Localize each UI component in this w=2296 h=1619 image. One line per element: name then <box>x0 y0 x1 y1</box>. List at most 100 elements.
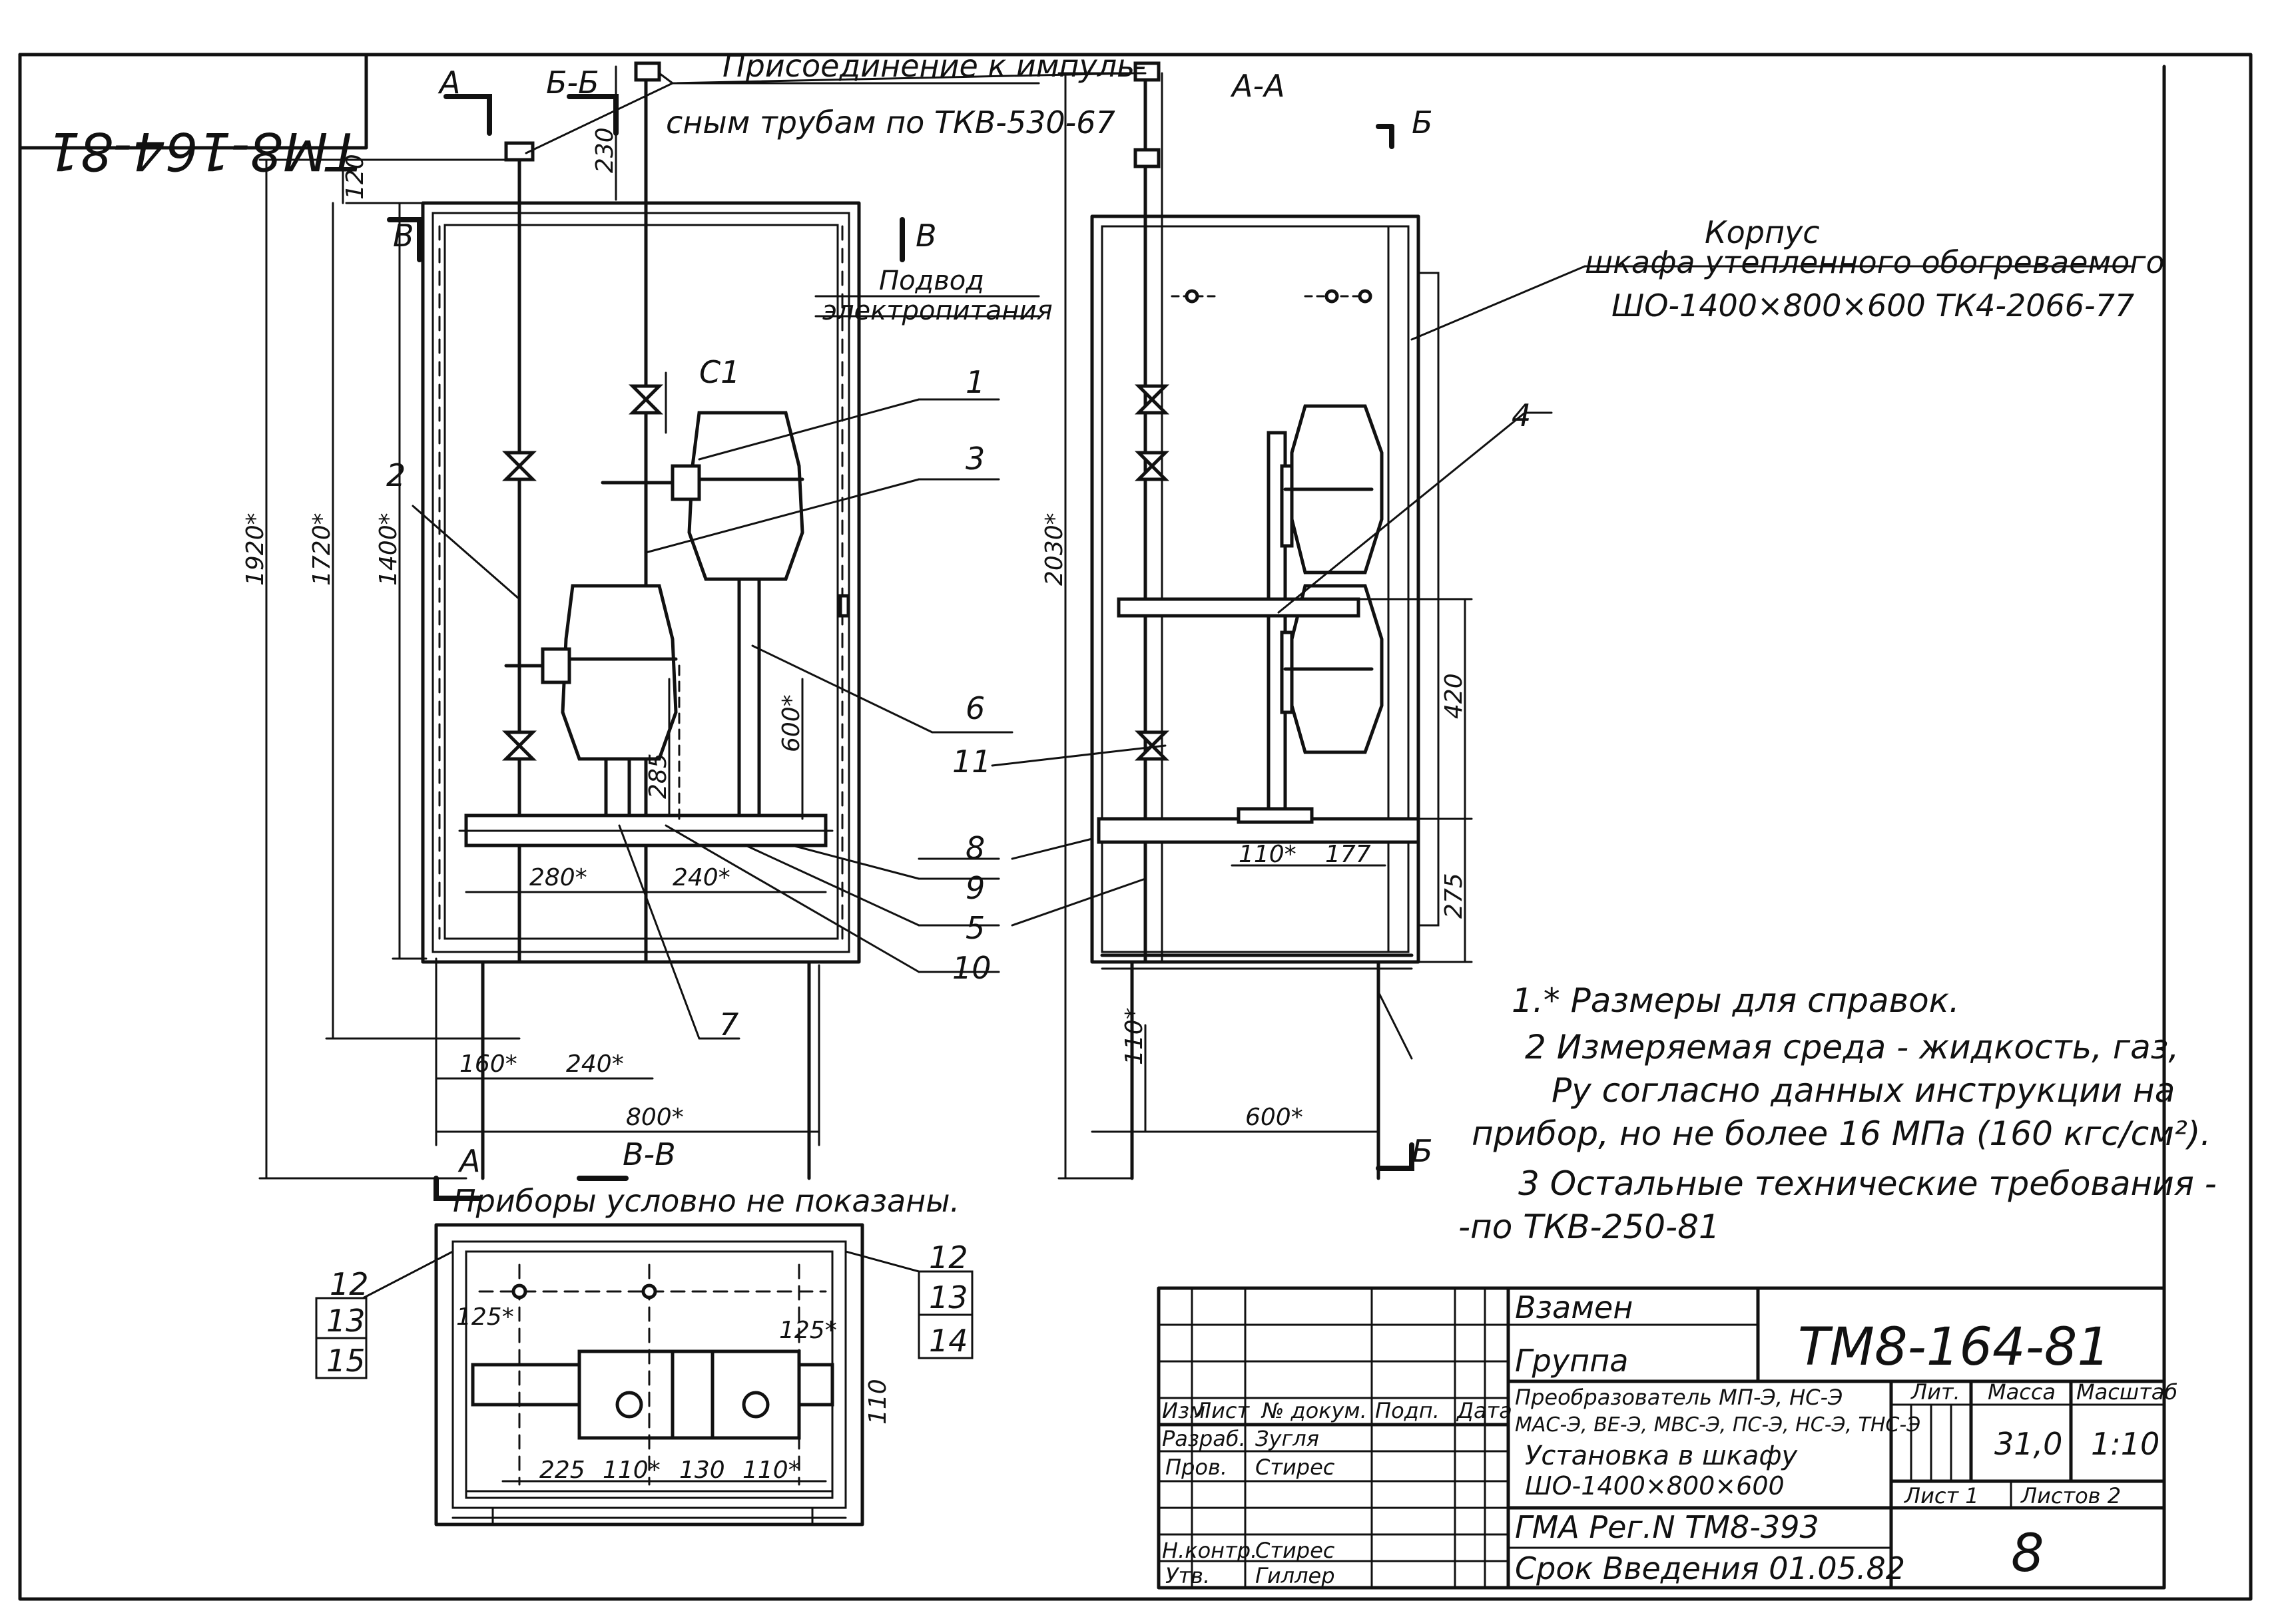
stamp-title-1: Преобразователь МП-Э, НС-Э <box>1515 1385 1843 1410</box>
dim-125a: 125* <box>456 1303 514 1331</box>
section-a-top: А <box>437 65 460 101</box>
note-2b: Ру согласно данных инструкции на <box>1552 1071 2175 1110</box>
dim-1400: 1400* <box>375 513 402 586</box>
pos-12-right: 12 <box>929 1240 968 1275</box>
case-label-1: Корпус <box>1705 214 1820 250</box>
cabinet-front-outer <box>421 201 861 964</box>
stamp-group: Группа <box>1515 1343 1628 1379</box>
dim-225: 225 <box>539 1457 585 1484</box>
pos-7: 7 <box>719 1007 738 1042</box>
razrab-name: Зугля <box>1255 1426 1319 1451</box>
utv-name: Гиллер <box>1255 1563 1335 1588</box>
impulse-label-1: Присоединение к импуль- <box>722 48 1146 84</box>
pos-1: 1 <box>966 364 985 400</box>
note-3: 3 Остальные технические требования - <box>1518 1164 2217 1203</box>
dim-160: 160* <box>459 1050 517 1078</box>
scale-label: Масштаб <box>2076 1379 2177 1405</box>
section-b-right-bottom: Б <box>1412 1133 1433 1169</box>
razrab: Разраб. <box>1162 1426 1246 1451</box>
front-view <box>421 61 861 1180</box>
stamp-code: ТМ8-164-81 <box>1798 1317 2110 1377</box>
dim-230: 230 <box>591 127 619 173</box>
pos-13-right: 13 <box>929 1279 968 1315</box>
dim-110b: 110* <box>1121 1007 1148 1065</box>
note-1: 1.* Размеры для справок. <box>1512 981 1960 1020</box>
stamp-date-intro: Срок Введения 01.05.82 <box>1515 1550 1905 1586</box>
section-vv-title: В-В <box>623 1136 676 1172</box>
dim-600v: 600* <box>778 694 805 752</box>
stamp-replaces: Взамен <box>1515 1289 1633 1325</box>
dim-120: 120 <box>342 154 369 200</box>
dim-1920: 1920* <box>242 513 269 586</box>
nkontr: Н.контр. <box>1162 1538 1257 1563</box>
dim-285: 285 <box>645 753 672 799</box>
col-list: Лист <box>1195 1398 1250 1423</box>
stamp-reg: ГМА Рег.N ТМ8-393 <box>1515 1509 1819 1545</box>
dim-1720: 1720* <box>308 513 336 586</box>
side-view <box>1090 61 1440 1180</box>
pos-15: 15 <box>326 1343 366 1379</box>
dim-125b: 125* <box>779 1317 837 1344</box>
col-izm: Изм <box>1162 1398 1205 1423</box>
impulse-label-2: сным трубам по ТКВ-530-67 <box>666 105 1115 140</box>
nkontr-name: Стирес <box>1255 1538 1335 1563</box>
front-dimensions <box>258 65 827 1180</box>
col-date: Дата <box>1456 1398 1512 1423</box>
dim-110c: 110 <box>864 1379 892 1425</box>
sheets-label: Листов 2 <box>2020 1483 2121 1508</box>
prov-name: Стирес <box>1255 1455 1335 1480</box>
c1-label: С1 <box>699 354 740 390</box>
dim-280: 280* <box>529 864 587 891</box>
power-label-2: электропитания <box>822 296 1053 326</box>
section-a-bottom: А <box>457 1143 480 1179</box>
power-label-1: Подвод <box>879 266 984 296</box>
stamp-title-2: МАС-Э, ВЕ-Э, МВС-Э, ПС-Э, НС-Э, ТНС-Э <box>1515 1413 1920 1437</box>
transducer-lower <box>561 584 678 761</box>
note-2c: прибор, но не более 16 МПа (160 кгс/см²)… <box>1472 1114 2211 1153</box>
pos-4: 4 <box>1512 397 1531 433</box>
pos-11: 11 <box>952 744 992 780</box>
dim-110d: 110* <box>603 1457 661 1484</box>
page-number: 8 <box>2011 1524 2044 1584</box>
mass-label: Масса <box>1988 1379 2056 1405</box>
pos-3: 3 <box>966 441 985 477</box>
rotated-code: ТМ8-164-81 <box>47 120 360 180</box>
utv: Утв. <box>1165 1563 1210 1588</box>
stamp-title-4: ШО-1400×800×600 <box>1525 1471 1785 1501</box>
pos-2: 2 <box>386 457 406 493</box>
pos-5: 5 <box>966 910 985 946</box>
case-label-2: шкафа утепленного обогреваемого <box>1585 244 2165 280</box>
title-block <box>1157 1286 2166 1590</box>
dim-177: 177 <box>1325 841 1371 868</box>
prov: Пров. <box>1165 1455 1227 1480</box>
plan-view <box>315 1223 974 1526</box>
scale-value: 1:10 <box>2091 1426 2159 1462</box>
pos-10: 10 <box>952 950 992 986</box>
col-sign: Подп. <box>1375 1398 1440 1423</box>
side-dimensions <box>991 72 2132 1180</box>
section-markers-front <box>387 94 905 1201</box>
transducer-upper <box>687 411 804 581</box>
leaders-front <box>412 72 1133 1040</box>
pos-9: 9 <box>966 870 985 906</box>
section-b-right-top: Б <box>1412 105 1433 140</box>
note-2: 2 Измеряемая среда - жидкость, газ, <box>1525 1028 2179 1066</box>
dim-130: 130 <box>679 1457 725 1484</box>
section-v-left: В <box>393 218 414 254</box>
dim-110e: 110* <box>742 1457 800 1484</box>
lit-label: Лит. <box>1910 1379 1960 1405</box>
pos-6: 6 <box>966 690 985 726</box>
dim-800: 800* <box>626 1104 684 1131</box>
pos-13-left: 13 <box>326 1303 366 1339</box>
pos-14: 14 <box>929 1323 968 1359</box>
pos-8: 8 <box>966 830 985 866</box>
section-v-right: В <box>916 218 937 254</box>
pos-12-left: 12 <box>330 1266 369 1302</box>
sheet-label: Лист 1 <box>1904 1483 1979 1508</box>
section-bb-title: Б-Б <box>546 65 599 101</box>
case-label-3: ШО-1400×800×600 ТК4-2066-77 <box>1611 288 2134 324</box>
dim-275: 275 <box>1440 873 1468 919</box>
dim-600h: 600* <box>1245 1104 1303 1131</box>
